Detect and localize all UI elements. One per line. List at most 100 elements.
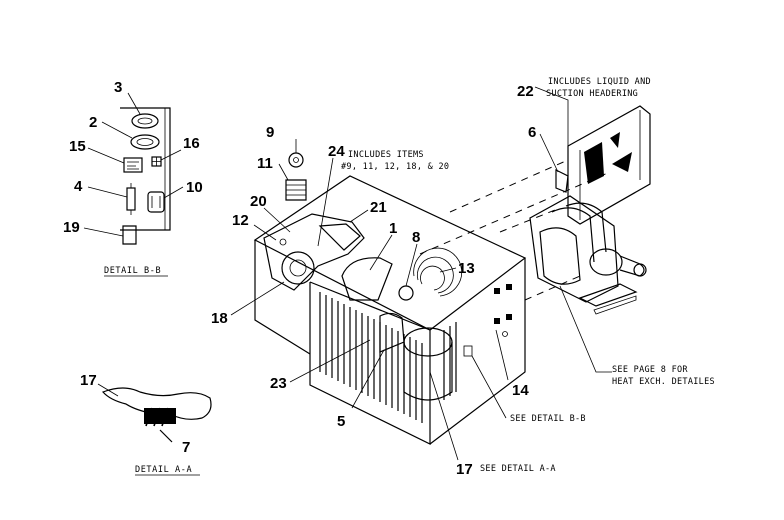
detail-a-caption: DETAIL A-A (135, 465, 192, 475)
front-louvers (319, 292, 457, 423)
label-7: 7 (182, 439, 190, 456)
panel-screw-a (494, 288, 500, 294)
leader-17a (97, 383, 119, 397)
leader-24 (317, 157, 334, 247)
note-items-line2: #9, 11, 12, 18, & 20 (341, 162, 449, 172)
detail-b-panel (120, 107, 171, 231)
leader-see-b (471, 355, 507, 419)
label-20: 20 (250, 193, 267, 210)
label-1: 1 (389, 220, 397, 237)
note-see-page-line1: SEE PAGE 8 FOR (612, 365, 688, 375)
part-6-sensor (555, 169, 569, 193)
leader-21 (349, 209, 369, 223)
label-24: 24 (328, 143, 345, 160)
part-22-header-panel (567, 105, 651, 225)
part-10-capacitor (147, 191, 165, 213)
main-unit: 9 11 24 20 12 21 1 8 13 18 23 5 17 14 IN… (211, 124, 586, 478)
note-see-detail-a: SEE DETAIL A-A (480, 464, 556, 474)
explode-line-2 (449, 159, 569, 213)
leader-13 (439, 267, 457, 273)
leader-15 (87, 147, 125, 164)
detail-a-a: 17 7 DETAIL A-A (80, 372, 212, 476)
label-6: 6 (528, 124, 536, 141)
leader-16 (160, 149, 182, 161)
louver-slats (319, 292, 423, 423)
note-see-detail-b: SEE DETAIL B-B (510, 414, 586, 424)
heat-exchanger-assembly: 22 6 INCLUDES LIQUID AND SUCTION HEADERI… (419, 77, 715, 387)
panel-hole (502, 331, 508, 337)
part-7-grommet (144, 408, 176, 424)
label-3: 3 (114, 79, 122, 96)
coil-core (420, 265, 445, 291)
panel-screw-c (494, 318, 500, 324)
label-2: 2 (89, 114, 97, 131)
leader-2 (101, 121, 133, 139)
detail-b-b: 3 2 15 16 4 10 19 DETAIL B-B (63, 79, 203, 277)
label-12: 12 (232, 212, 249, 229)
note-items-line1: INCLUDES ITEMS (348, 150, 424, 160)
part-14-switch (463, 345, 473, 357)
heat-exchanger-body (529, 195, 619, 303)
label-9: 9 (266, 124, 274, 141)
blower-outlet (318, 223, 361, 251)
label-17: 17 (456, 461, 473, 478)
part-18-inducer-wheel (281, 251, 315, 285)
heat-exchanger-tube-3 (565, 202, 607, 253)
part-3-inner (137, 117, 153, 125)
label-8: 8 (412, 229, 420, 246)
label-10: 10 (186, 179, 203, 196)
note-header-line2: SUCTION HEADERING (546, 89, 638, 99)
leader-7 (159, 429, 173, 443)
explode-line-3 (524, 275, 581, 301)
leader-see-page (559, 285, 612, 373)
part-23-mount (379, 312, 405, 353)
label-4: 4 (74, 178, 83, 195)
heat-exchanger-tube-1 (539, 227, 581, 285)
leader-23 (289, 339, 371, 383)
label-5: 5 (337, 413, 345, 430)
cabinet-left-edge (254, 240, 311, 355)
label-16: 16 (183, 135, 200, 152)
part-15-control (123, 157, 143, 173)
label-21: 21 (370, 199, 387, 216)
part-2-gasket (130, 134, 160, 150)
part-8-valve (398, 285, 414, 301)
leader-10 (163, 186, 184, 199)
note-see-page-line2: HEAT EXCH. DETAILES (612, 377, 715, 387)
label-17-detail: 17 (80, 372, 97, 389)
part-11-windings (286, 184, 306, 196)
label-11: 11 (257, 155, 273, 172)
leader-12 (253, 224, 277, 241)
cabinet-front (309, 282, 431, 445)
leader-8 (405, 243, 418, 287)
part-20-mount (279, 238, 287, 246)
cabinet-front-top (309, 281, 431, 331)
leader-18 (230, 281, 285, 316)
part-5-compressor (403, 342, 453, 401)
part-19-terminal (122, 225, 137, 245)
part-21-blower-housing (263, 213, 365, 291)
part-3-cover (131, 113, 159, 129)
part-16-detail (152, 157, 161, 166)
part-15-detail (127, 161, 139, 170)
leader-4 (87, 186, 128, 198)
part-9-cap (288, 152, 304, 168)
leader-14 (495, 329, 509, 381)
panel-screw-d (506, 314, 512, 320)
burner-assembly (589, 248, 623, 276)
burner-nozzle (619, 255, 645, 277)
coil-inner (417, 256, 454, 294)
part-5-compressor-top (403, 327, 453, 357)
part-13-coil (413, 247, 463, 297)
burner-tray-lip (593, 295, 637, 315)
label-23: 23 (270, 375, 287, 392)
cabinet-top (253, 175, 527, 331)
burner-port (633, 263, 647, 277)
leader-3 (127, 92, 141, 115)
leader-20 (263, 207, 291, 233)
detail-b-caption: DETAIL B-B (104, 266, 161, 276)
leader-22 (534, 86, 569, 146)
label-22: 22 (517, 83, 534, 100)
